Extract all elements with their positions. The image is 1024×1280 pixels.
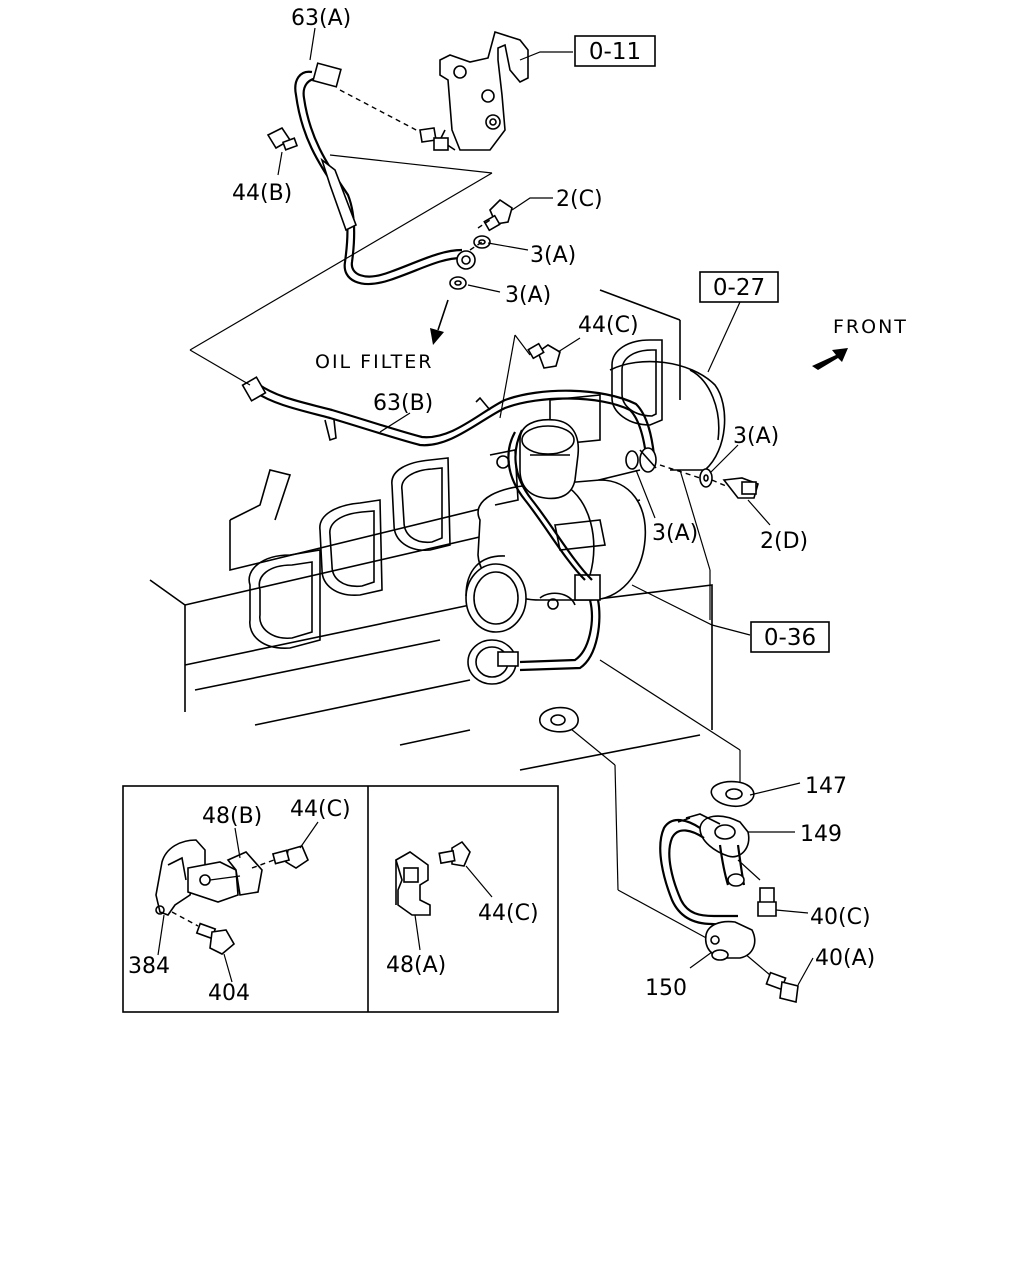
engine-block-outline xyxy=(149,289,713,771)
label-150: 150 xyxy=(645,976,687,1001)
gasket-turbo-outlet xyxy=(539,706,579,733)
inset-detail-panel xyxy=(122,785,559,1013)
bolt-2d xyxy=(722,477,759,499)
bolt-44c-main xyxy=(527,342,561,369)
assembly-guide-lines xyxy=(189,89,771,976)
heat-shield xyxy=(609,360,726,471)
mounting-bracket xyxy=(438,30,529,151)
label-40a: 40(A) xyxy=(815,946,875,971)
label-40c: 40(C) xyxy=(810,905,871,930)
exhaust-manifold-ports xyxy=(248,339,663,649)
inset-leader-lines xyxy=(157,821,493,983)
label-3a: 3(A) xyxy=(505,283,551,308)
bolt-63a-fitting xyxy=(419,127,449,151)
bolt-40a xyxy=(765,971,799,1003)
clip-48a xyxy=(395,851,431,916)
gasket-147 xyxy=(710,780,755,807)
washer-3a-turbo-right xyxy=(699,468,713,488)
oil-filter-direction-arrow-icon xyxy=(430,299,449,345)
bracket-384 xyxy=(155,839,206,916)
bolt-404 xyxy=(171,911,236,955)
clip-48b xyxy=(187,851,263,903)
front-annotation: FRONT xyxy=(833,316,908,338)
oil-filter-annotation: OIL FILTER xyxy=(315,351,434,373)
bolt-44c-inset-right xyxy=(438,840,471,867)
label-147: 147 xyxy=(805,774,847,799)
label-44c: 44(C) xyxy=(478,901,539,926)
part-labels: 63(A) 44(B) 2(C) 3(A) 3(A) 44(C) 63(B) 3… xyxy=(128,6,875,1006)
oil-return-pipe-150 xyxy=(704,920,756,961)
label-404: 404 xyxy=(208,981,250,1006)
leader-lines xyxy=(277,27,814,986)
reference-box-0-11: 0-11 xyxy=(574,35,656,67)
oil-return-pipe-149 xyxy=(659,813,750,928)
label-2d: 2(D) xyxy=(760,529,808,554)
label-2c: 2(C) xyxy=(556,187,603,212)
reference-label: 0-11 xyxy=(589,39,641,65)
label-44c: 44(C) xyxy=(290,797,351,822)
label-3a: 3(A) xyxy=(530,243,576,268)
label-44c: 44(C) xyxy=(578,313,639,338)
label-3a: 3(A) xyxy=(733,424,779,449)
label-63b: 63(B) xyxy=(373,391,433,416)
reference-label: 0-36 xyxy=(764,625,816,651)
oil-feed-pipe-63a xyxy=(294,62,476,285)
washer-3a-turbo-left xyxy=(625,450,639,470)
washer-3a-upper xyxy=(473,235,491,249)
label-384: 384 xyxy=(128,954,170,979)
washer-3a-lower xyxy=(449,276,467,290)
reference-box-0-36: 0-36 xyxy=(750,621,830,653)
bolt-44b xyxy=(266,126,299,151)
label-3a: 3(A) xyxy=(652,521,698,546)
bolt-40c xyxy=(757,887,777,917)
oil-feed-pipe-63b xyxy=(241,376,657,473)
reference-box-0-27: 0-27 xyxy=(699,271,779,303)
bolt-44c-inset-left xyxy=(251,845,309,869)
bolt-2c xyxy=(483,198,513,232)
label-44b: 44(B) xyxy=(232,181,292,206)
label-149: 149 xyxy=(800,822,842,847)
reference-label: 0-27 xyxy=(713,275,765,301)
label-48b: 48(B) xyxy=(202,804,262,829)
label-63a: 63(A) xyxy=(291,6,351,31)
turbocharger-assembly xyxy=(465,418,647,685)
label-48a: 48(A) xyxy=(386,953,446,978)
front-direction-arrow-icon xyxy=(812,348,848,370)
turbo-oil-pipes xyxy=(497,429,601,672)
